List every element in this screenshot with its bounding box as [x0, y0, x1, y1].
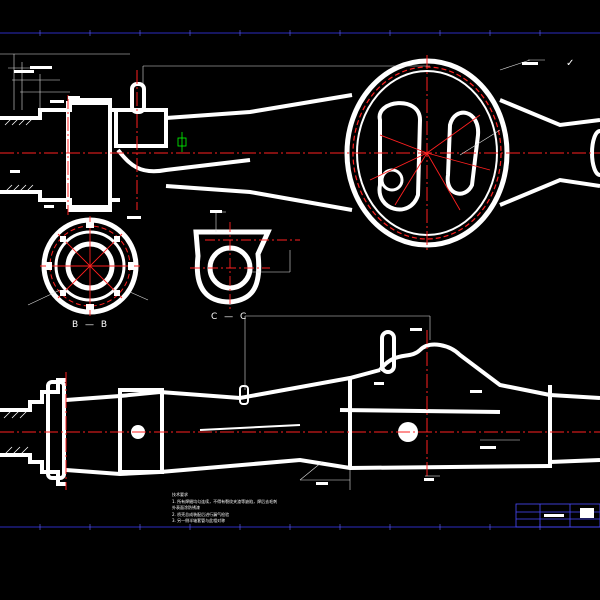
- dimension-lines-top: [0, 53, 545, 156]
- top-view: ✓: [0, 53, 600, 250]
- section-b-view: [27, 216, 149, 316]
- spindle-end-top: [0, 98, 120, 212]
- technical-notes: 技术要求 1. 所有焊缝均匀连续，不得有裂纹夹渣等缺陷，焊后去毛刺 外表面涂防锈…: [172, 492, 277, 525]
- front-inner-lines: [199, 385, 301, 431]
- housing-body-front: [65, 330, 600, 477]
- drawing-frame: [0, 32, 600, 528]
- spindle-hatch-front: [3, 409, 29, 456]
- title-block-fill: [544, 508, 594, 518]
- title-block: [515, 503, 600, 528]
- notes-item: 3. 另一侧半轴套管与此相对称: [172, 518, 226, 523]
- housing-arm-right-top: [499, 98, 600, 207]
- notes-item: 外表面涂防锈漆: [172, 505, 200, 510]
- centerlines-front: [0, 330, 600, 490]
- section-c-view: [190, 210, 300, 310]
- flange-top: [114, 108, 168, 148]
- roughness-symbol: ✓: [566, 58, 574, 69]
- dimension-lines-front: [244, 315, 520, 490]
- notes-item: 1. 所有焊缝均匀连续，不得有裂纹夹渣等缺陷，焊后去毛刺: [172, 498, 278, 504]
- green-marker: [177, 132, 187, 152]
- frame-zone-ticks: [39, 30, 541, 530]
- housing-arm-left-top: [116, 93, 353, 212]
- dimension-tags-front: [316, 328, 496, 485]
- flange-boss-top: [130, 82, 146, 114]
- notes-item: 2. 桥壳总成装配后进行漏气检验: [172, 511, 230, 517]
- section-c-label: C — C: [211, 312, 249, 322]
- front-view: [0, 315, 600, 490]
- dimension-tags-top: [10, 62, 538, 219]
- spindle-end-front: [0, 378, 66, 486]
- spindle-hatch: [4, 117, 34, 193]
- center-rays: [369, 114, 491, 211]
- notes-heading: 技术要求: [172, 492, 188, 497]
- section-b-label: B — B: [72, 320, 110, 330]
